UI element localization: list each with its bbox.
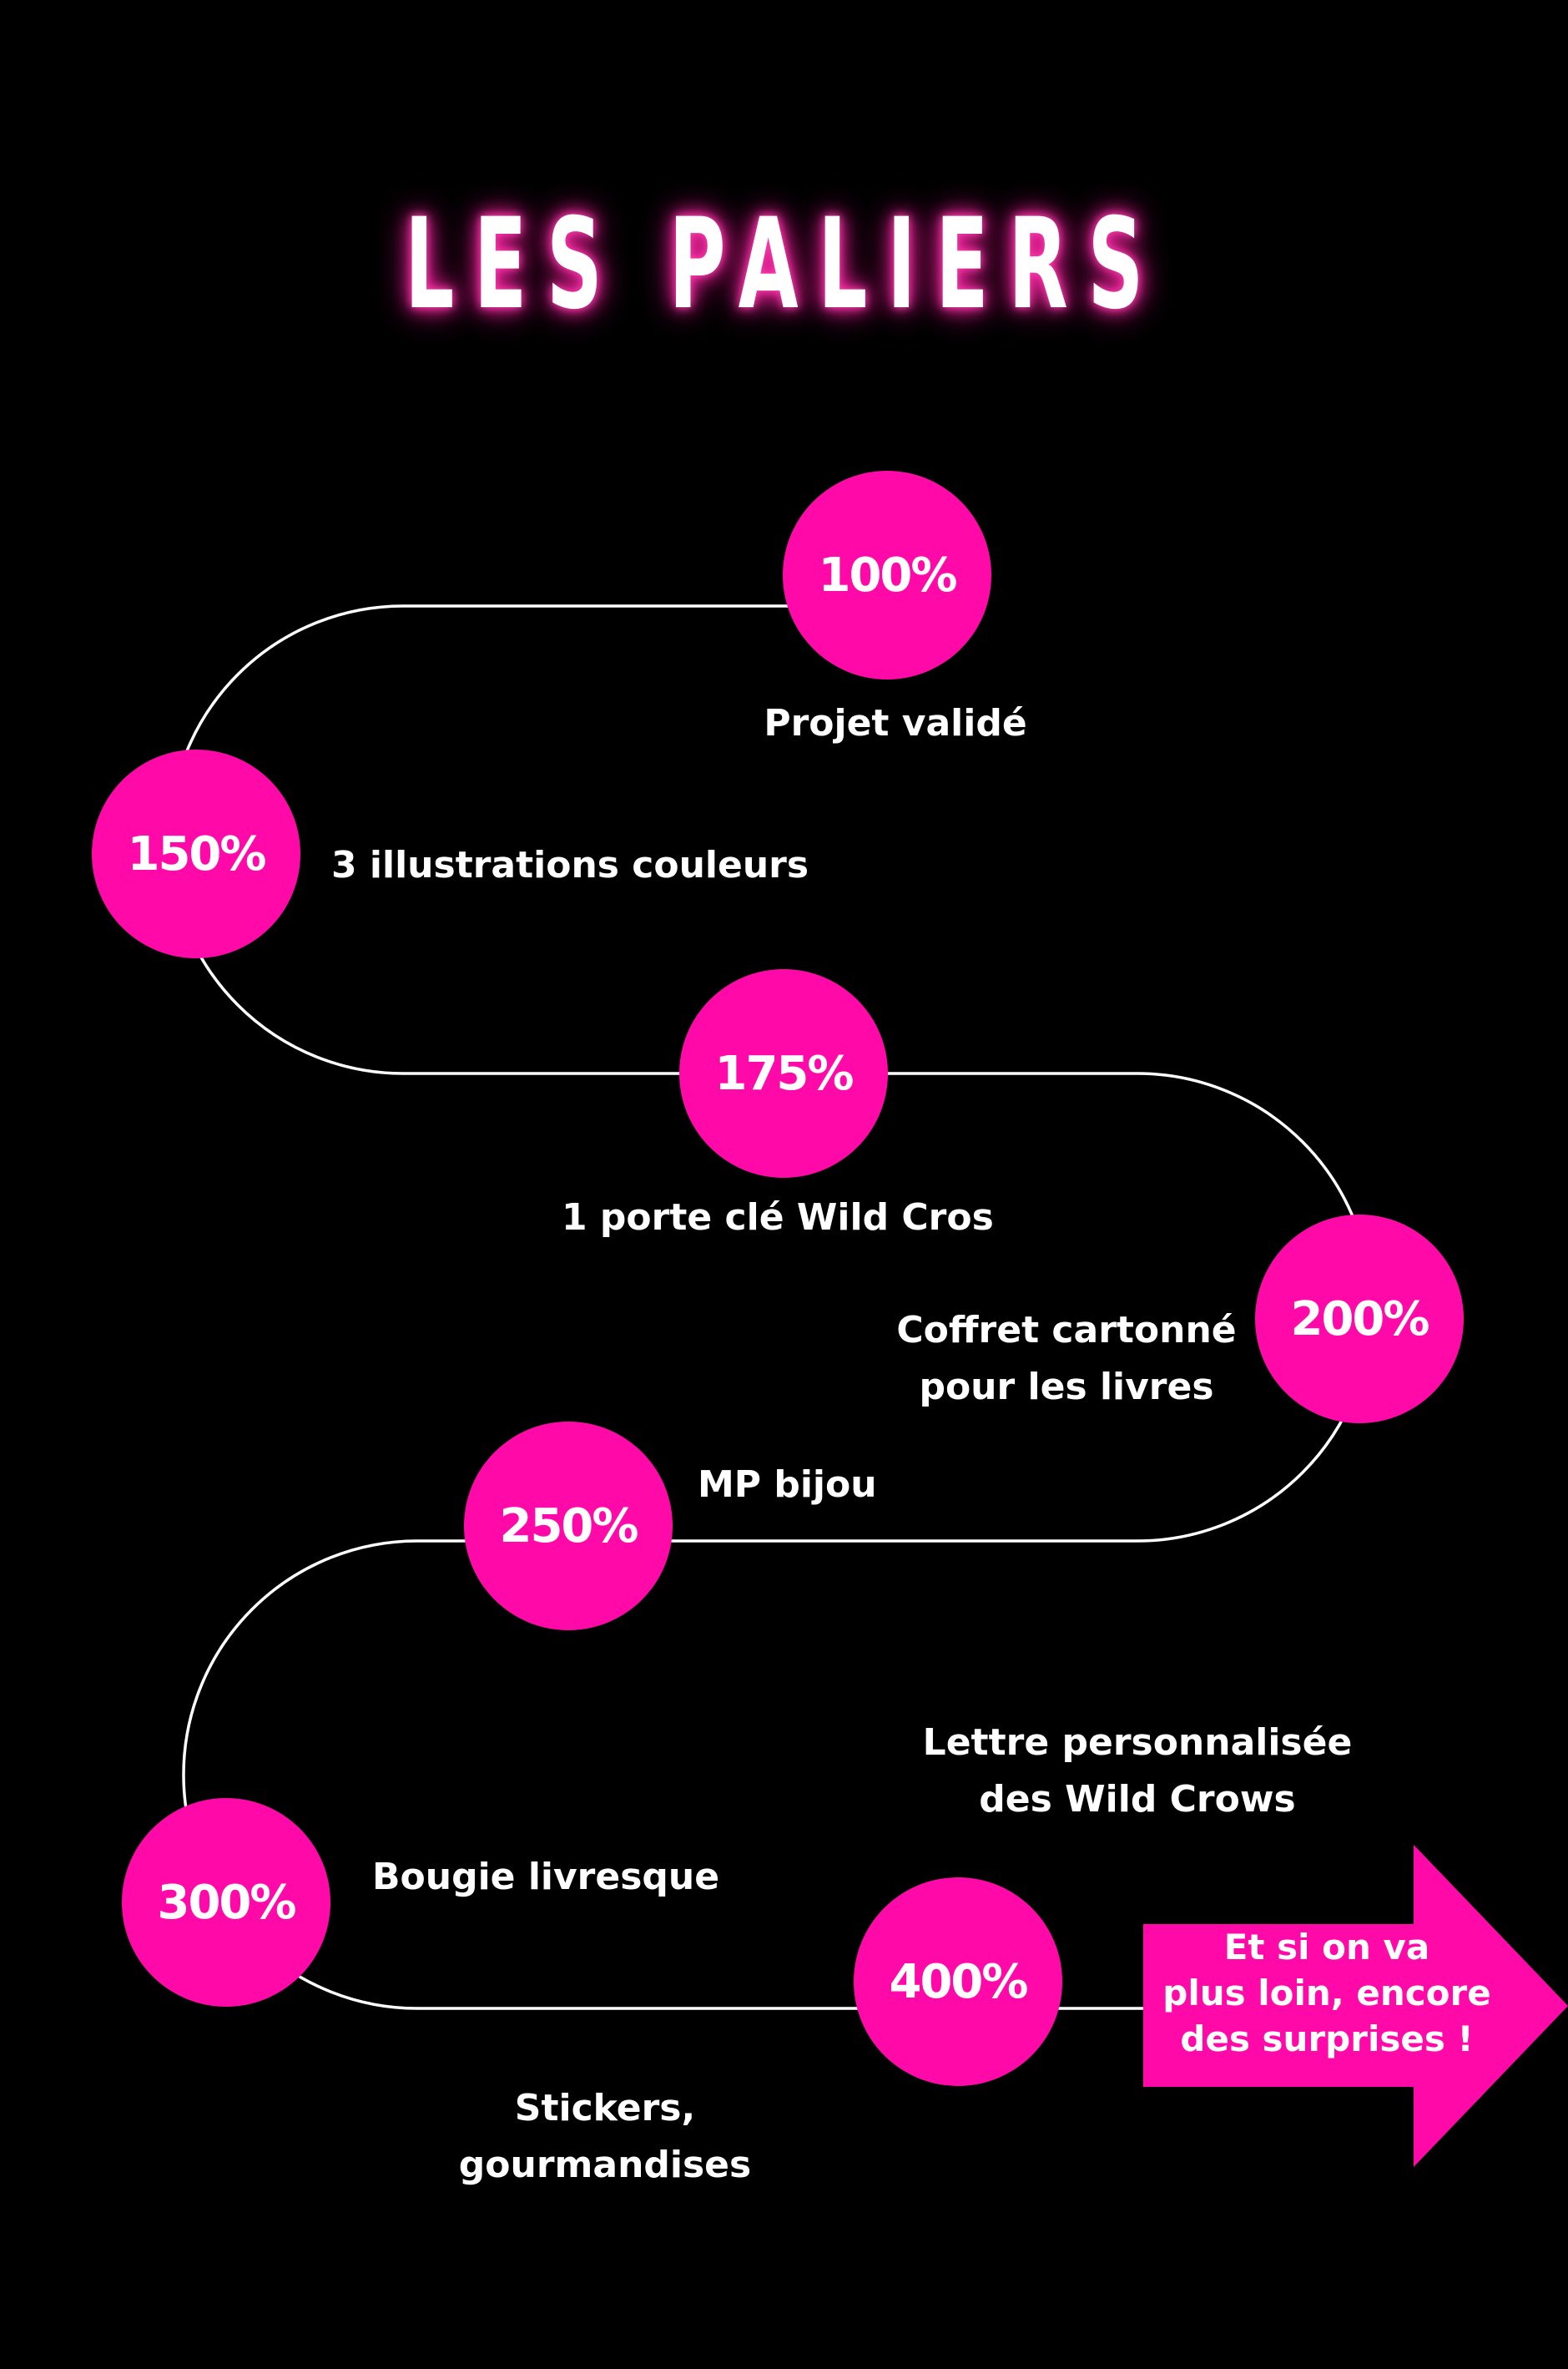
milestone-300-badge: 300%	[122, 1798, 330, 2007]
arrow-label-line-1: Et si on va	[1223, 1927, 1430, 1967]
milestone-400-badge: 400%	[854, 1877, 1062, 2086]
arrow-label: Et si on va plus loin, encore des surpri…	[1143, 1924, 1510, 2062]
arrow-label-line-3: des surprises !	[1180, 2018, 1474, 2059]
extra-reward-line-2: gourmandises	[458, 2144, 752, 2186]
milestone-100-badge: 100%	[783, 471, 991, 679]
page-title: LES PALIERS	[405, 192, 1163, 337]
milestone-150-badge: 150%	[92, 750, 300, 958]
milestone-250-badge: 250%	[464, 1422, 673, 1630]
milestone-175-badge: 175%	[679, 969, 888, 1178]
milestone-200-reward: Coffret cartonné pour les livres	[879, 1302, 1254, 1416]
arrow-label-line-2: plus loin, encore	[1162, 1972, 1491, 2013]
milestone-175-reward: 1 porte clé Wild Cros	[562, 1196, 994, 1239]
arrow-shape	[1143, 1845, 1568, 2167]
milestone-100-reward: Projet validé	[764, 702, 1027, 745]
milestone-400-reward: Lettre personnalisée des Wild Crows	[887, 1715, 1388, 1828]
extra-reward: Stickers, gourmandises	[417, 2080, 793, 2194]
milestone-400-reward-line-2: des Wild Crows	[979, 1778, 1296, 1821]
milestone-250-reward: MP bijou	[698, 1463, 877, 1506]
milestone-200-reward-line-2: pour les livres	[919, 1366, 1214, 1408]
milestone-400-reward-line-1: Lettre personnalisée	[922, 1721, 1353, 1764]
milestone-150-reward: 3 illustrations couleurs	[331, 844, 809, 886]
milestone-200-badge: 200%	[1255, 1215, 1464, 1423]
milestone-200-reward-line-1: Coffret cartonné	[896, 1309, 1237, 1351]
milestone-300-reward: Bougie livresque	[372, 1856, 720, 1898]
extra-reward-line-1: Stickers,	[514, 2087, 696, 2129]
